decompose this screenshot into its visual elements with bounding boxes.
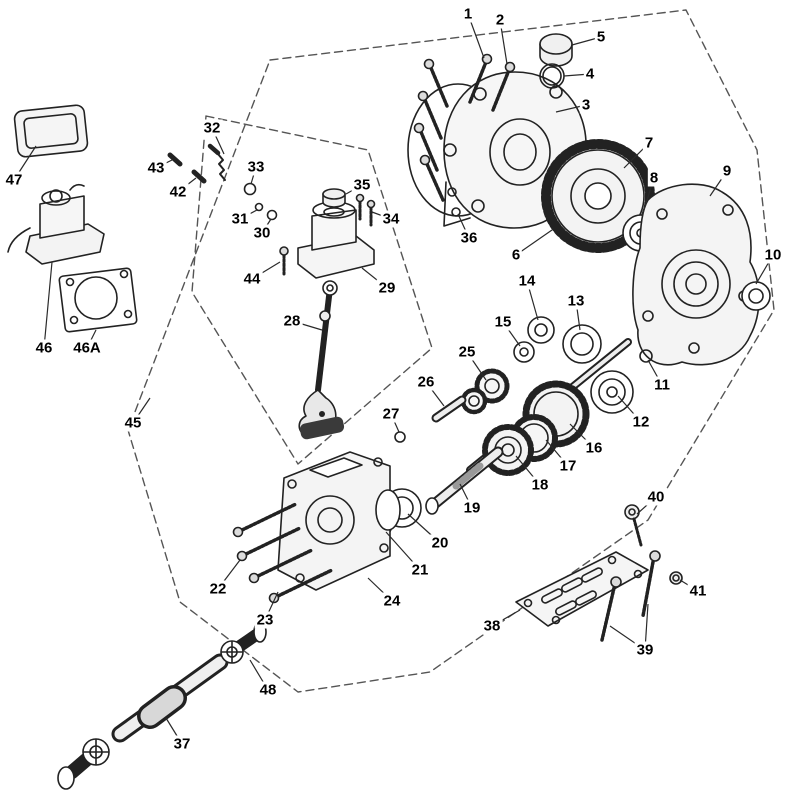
callout-39: 39	[634, 641, 656, 659]
callout-36: 36	[458, 229, 480, 247]
mounting-bolts-left	[232, 502, 334, 604]
cover-bolts	[413, 53, 516, 202]
callout-11: 11	[652, 376, 672, 394]
callout-47: 47	[3, 171, 25, 189]
callout-4: 4	[583, 65, 597, 83]
callout-45: 45	[122, 414, 144, 432]
callout-21: 21	[409, 561, 431, 579]
callout-5: 5	[594, 28, 608, 46]
callout-8: 8	[647, 169, 661, 187]
callout-20: 20	[429, 534, 451, 552]
callout-27: 27	[380, 405, 402, 423]
callout-35: 35	[351, 176, 373, 194]
callout-19: 19	[461, 499, 483, 517]
callout-14: 14	[516, 272, 538, 290]
actuator-assembly	[7, 183, 105, 265]
callout-31: 31	[229, 210, 251, 228]
callout-37: 37	[171, 735, 193, 753]
callout-6: 6	[509, 246, 523, 264]
shift-tower-assembly	[167, 143, 376, 440]
callout-46A: 46A	[71, 339, 103, 357]
mounting-plate	[515, 551, 649, 627]
callout-41: 41	[687, 582, 709, 600]
callout-34: 34	[380, 210, 402, 228]
callout-32: 32	[201, 119, 223, 137]
electronic-cover	[13, 104, 89, 158]
callout-7: 7	[642, 134, 656, 152]
callout-12: 12	[630, 413, 652, 431]
plate-fasteners	[600, 504, 683, 642]
callout-2: 2	[493, 11, 507, 29]
callout-15: 15	[492, 313, 514, 331]
callout-9: 9	[720, 162, 734, 180]
callout-29: 29	[376, 279, 398, 297]
pto-driveshaft	[57, 621, 267, 790]
gasket	[58, 267, 138, 333]
callout-25: 25	[456, 343, 478, 361]
callout-3: 3	[579, 96, 593, 114]
callout-18: 18	[529, 476, 551, 494]
callout-42: 42	[167, 183, 189, 201]
breather-cap	[539, 33, 573, 67]
callout-22: 22	[207, 580, 229, 598]
countershaft-gear-cluster	[361, 316, 634, 540]
callout-38: 38	[481, 617, 503, 635]
callout-43: 43	[145, 159, 167, 177]
callout-46: 46	[33, 339, 55, 357]
callout-30: 30	[251, 224, 273, 242]
callout-48: 48	[257, 681, 279, 699]
callout-28: 28	[281, 312, 303, 330]
kit-boundary-dashed	[127, 9, 775, 693]
callout-1: 1	[461, 5, 475, 23]
callout-26: 26	[415, 373, 437, 391]
callout-24: 24	[381, 592, 403, 610]
callout-40: 40	[645, 488, 667, 506]
callout-16: 16	[583, 439, 605, 457]
callout-44: 44	[241, 270, 263, 288]
callout-10: 10	[762, 246, 784, 264]
callout-23: 23	[254, 611, 276, 629]
callout-33: 33	[245, 158, 267, 176]
callout-17: 17	[557, 457, 579, 475]
callout-13: 13	[565, 292, 587, 310]
